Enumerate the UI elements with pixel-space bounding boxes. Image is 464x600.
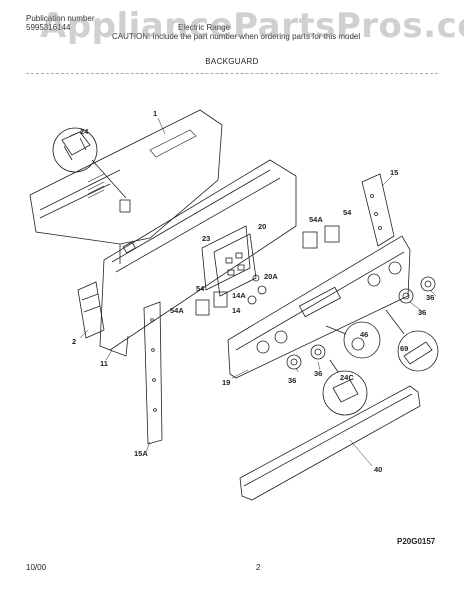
callout-20a: 20A [264,272,278,281]
callout-40: 40 [374,465,382,474]
callout-labels: 1 2 11 14 14A 15 15A 19 20 20A 23 24 24C… [72,109,434,474]
knob-parts [286,276,436,370]
control-panel-part [227,235,411,379]
indicator-light-detail [325,321,381,359]
backguard-body-part [99,159,297,357]
rear-panel-part [29,109,223,264]
left-upright-bracket-part [143,301,163,445]
callout-46: 46 [360,330,368,339]
footer-date: 10/00 [26,563,47,572]
figure-code: P20G0157 [397,537,436,546]
callout-15: 15 [390,168,398,177]
side-bracket-part [77,281,105,339]
watermark: AppliancePartsPros.com [40,6,464,46]
callout-11: 11 [100,359,108,368]
footer-page-number: 2 [256,563,261,572]
infinite-switch-parts [195,225,340,316]
callout-54a-top: 54A [309,215,323,224]
leader-lines [69,117,437,467]
clock-board-part [201,225,257,297]
callout-36-center: 36 [314,369,322,378]
callout-36-right-bottom: 36 [418,308,426,317]
fitting-parts [247,274,267,305]
callout-15a: 15A [134,449,148,458]
callout-69: 69 [400,344,408,353]
trim-strip-part [239,385,421,501]
callout-54-top: 54 [343,208,352,217]
callout-2: 2 [72,337,76,346]
callout-54a-left: 54A [170,306,184,315]
right-bracket-part [361,173,395,247]
callout-24: 24 [80,127,89,136]
caution-note: CAUTION: Include the part number when or… [112,32,361,41]
callout-23: 23 [202,234,210,243]
model-type: Electric Range [178,23,231,32]
switch-24c-detail [322,359,368,416]
header-divider [26,73,438,74]
element-69-detail [385,309,439,372]
callout-19: 19 [222,378,230,387]
callout-20: 20 [258,222,266,231]
callout-36-right-top: 36 [426,293,434,302]
diagram-title: BACKGUARD [205,57,259,66]
callout-36-left: 36 [288,376,296,385]
callout-14a: 14A [232,291,246,300]
publication-number: 5995316144 [26,23,71,32]
callout-24c: 24C [340,373,354,382]
callout-1: 1 [153,109,157,118]
callout-14: 14 [232,306,241,315]
switch-detail-part [52,127,131,213]
callout-54-left: 54 [196,284,205,293]
publication-number-label: Publication number [26,14,95,23]
